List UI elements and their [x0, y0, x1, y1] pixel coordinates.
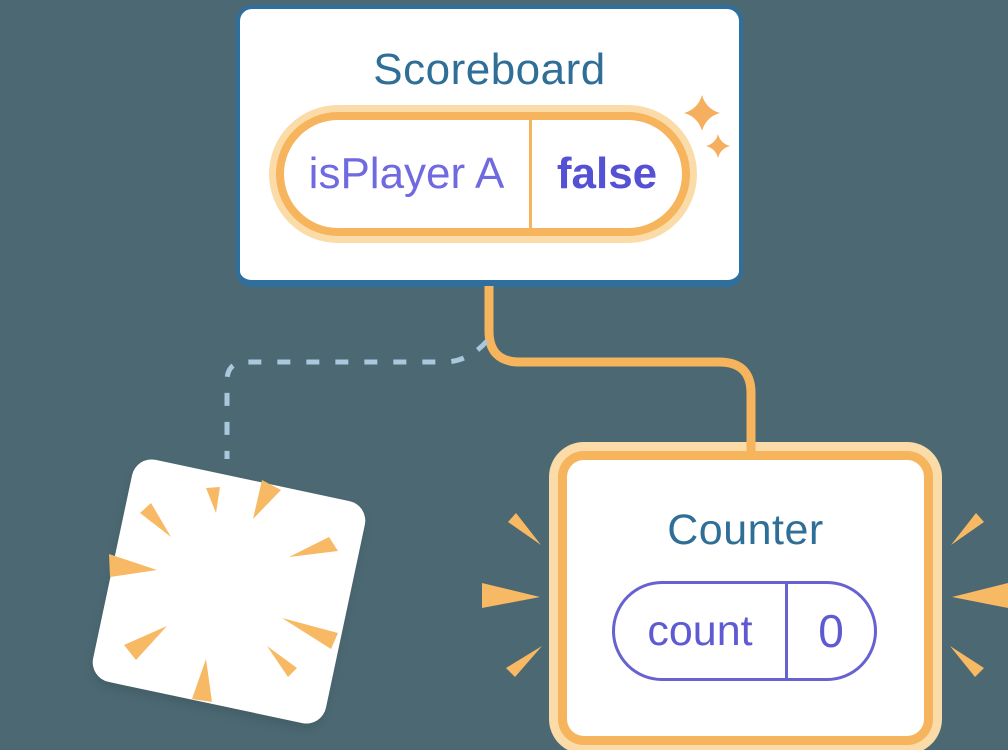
scoreboard-state-pill: isPlayer A false	[276, 112, 690, 236]
active-connection-line	[484, 286, 756, 456]
counter-title: Counter	[667, 506, 824, 554]
scoreboard-component-card: Scoreboard isPlayer A false	[236, 5, 743, 287]
pill-divider	[785, 584, 788, 678]
counter-component-card: Counter count 0	[558, 451, 933, 745]
state-name: count	[647, 606, 753, 655]
removed-connection-dashed-line	[224, 339, 489, 459]
pill-divider	[529, 120, 532, 228]
destroyed-component-card	[89, 455, 369, 728]
scoreboard-title: Scoreboard	[373, 45, 606, 94]
state-value: false	[556, 149, 658, 198]
state-value: 0	[818, 605, 844, 657]
counter-state-pill: count 0	[612, 581, 877, 681]
state-name: isPlayer A	[308, 149, 505, 198]
